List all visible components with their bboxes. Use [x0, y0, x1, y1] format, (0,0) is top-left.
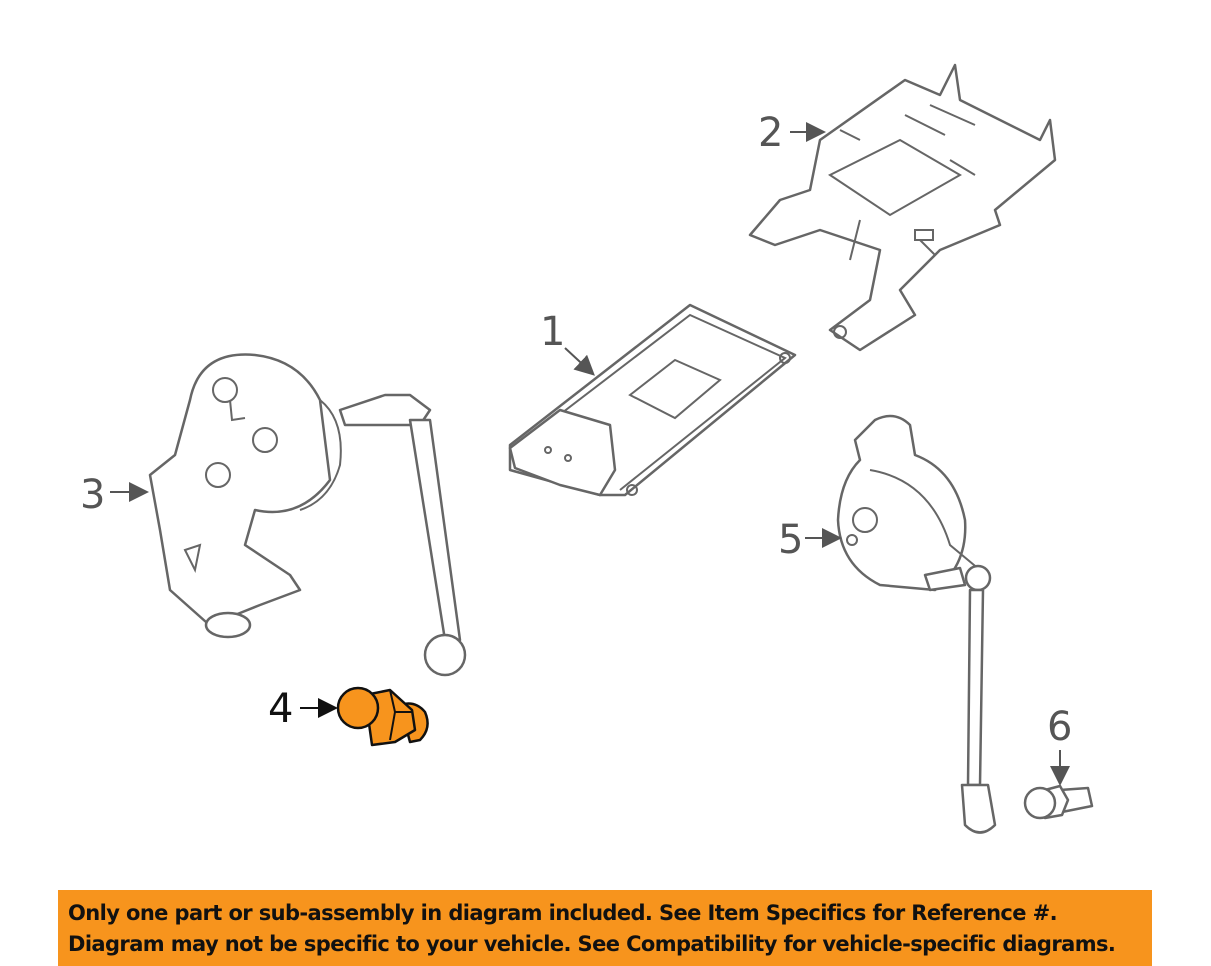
callout-6: 6 — [1047, 704, 1072, 750]
disclaimer-line-1: Only one part or sub-assembly in diagram… — [68, 901, 1058, 925]
parts-diagram: 2 1 3 4 — [80, 63, 1094, 834]
callout-3: 3 — [80, 472, 105, 518]
part-1-control-module — [508, 303, 797, 497]
part-2-bracket — [748, 63, 1057, 352]
disclaimer-banner: Only one part or sub-assembly in diagram… — [58, 890, 1152, 966]
callout-1-arrow — [564, 347, 595, 376]
part-4-bolt-highlighted — [336, 686, 429, 747]
disclaimer-line-2: Diagram may not be specific to your vehi… — [68, 932, 1116, 956]
callout-1: 1 — [540, 309, 565, 355]
callout-5: 5 — [778, 517, 803, 563]
part-6-bolt — [1023, 784, 1094, 820]
callout-2: 2 — [758, 110, 783, 156]
part-5-height-sensor-right — [836, 414, 997, 834]
callout-4: 4 — [268, 686, 293, 732]
part-3-height-sensor-left — [148, 353, 467, 677]
